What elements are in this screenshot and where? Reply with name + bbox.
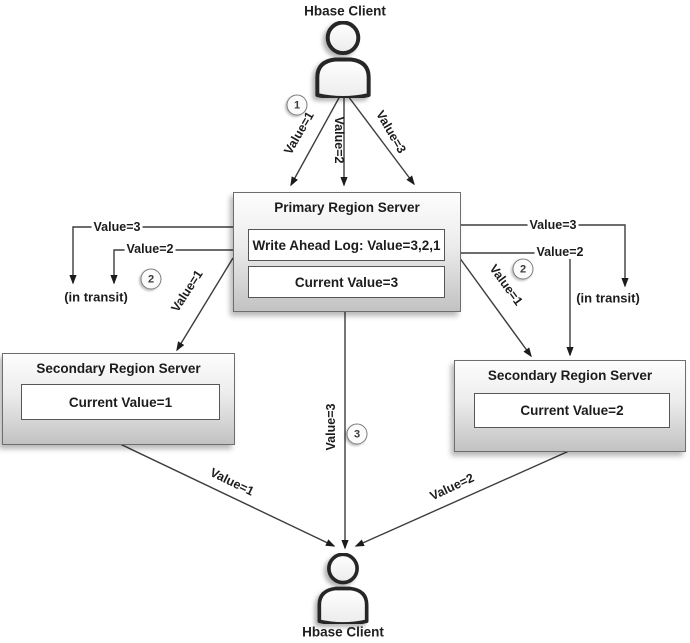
secondary-region-server-left-box: Secondary Region Server Current Value=1 xyxy=(2,353,235,445)
edge-label-client-to-primary-value2: Value=2 xyxy=(332,116,346,164)
step-3-badge: 3 xyxy=(346,423,368,445)
bottom-client-person-icon xyxy=(317,553,369,624)
primary-current-value-box: Current Value=3 xyxy=(248,266,445,298)
primary-region-server-title: Primary Region Server xyxy=(274,200,420,215)
step-2-right-badge: 2 xyxy=(512,258,534,280)
arrow-primary-to-right-secondary-value1 xyxy=(458,256,532,358)
step-1-badge: 1 xyxy=(286,94,308,116)
arrow-right-secondary-to-client-value2 xyxy=(354,450,570,547)
arrow-right-transit-value3 xyxy=(459,224,629,288)
step-2-left-badge: 2 xyxy=(140,268,162,290)
edge-label-left-transit-value3: Value=3 xyxy=(91,220,143,234)
arrow-client-to-primary-value1 xyxy=(290,95,341,187)
write-ahead-log-box: Write Ahead Log: Value=3,2,1 xyxy=(248,229,445,261)
bottom-client-label: Hbase Client xyxy=(302,624,384,640)
secondary-right-title: Secondary Region Server xyxy=(487,368,653,383)
left-in-transit-label: (in transit) xyxy=(64,289,128,305)
edge-label-left-transit-value2: Value=2 xyxy=(124,242,176,256)
right-in-transit-label: (in transit) xyxy=(576,290,640,306)
secondary-left-current-value-box: Current Value=1 xyxy=(21,384,220,420)
edge-label-primary-to-client-value3: Value=3 xyxy=(324,403,338,451)
secondary-region-server-right-box: Secondary Region Server Current Value=2 xyxy=(454,360,686,452)
arrow-client-to-primary-value3 xyxy=(347,95,415,186)
secondary-right-current-value-box: Current Value=2 xyxy=(474,393,670,428)
edge-label-right-transit-value3: Value=3 xyxy=(527,218,579,232)
top-client-person-icon xyxy=(315,21,371,98)
arrow-left-transit-value2 xyxy=(110,249,233,285)
arrow-primary-to-left-secondary-value1 xyxy=(176,257,234,352)
secondary-left-title: Secondary Region Server xyxy=(36,361,201,376)
arrow-left-secondary-to-client-value1 xyxy=(117,442,336,547)
arrow-left-transit-value3 xyxy=(69,226,233,285)
top-client-label: Hbase Client xyxy=(304,3,386,19)
edge-label-right-to-secondary-value2: Value=2 xyxy=(534,245,586,259)
primary-region-server-box: Primary Region Server Write Ahead Log: V… xyxy=(233,192,461,312)
